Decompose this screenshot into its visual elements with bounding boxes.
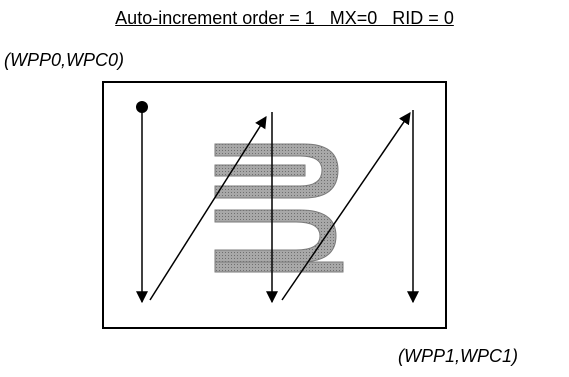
diagonal-arrow-2	[281, 112, 411, 301]
rotated-glyph-image	[214, 143, 344, 273]
diagram-title: Auto-increment order = 1 MX=0 RID = 0	[115, 8, 454, 28]
diagonal-arrow-1	[149, 115, 267, 301]
start-coordinate-label: (WPP0,WPC0)	[4, 50, 125, 70]
image-frame	[102, 81, 447, 329]
end-coordinate-label: (WPP1,WPC1)	[398, 346, 519, 366]
